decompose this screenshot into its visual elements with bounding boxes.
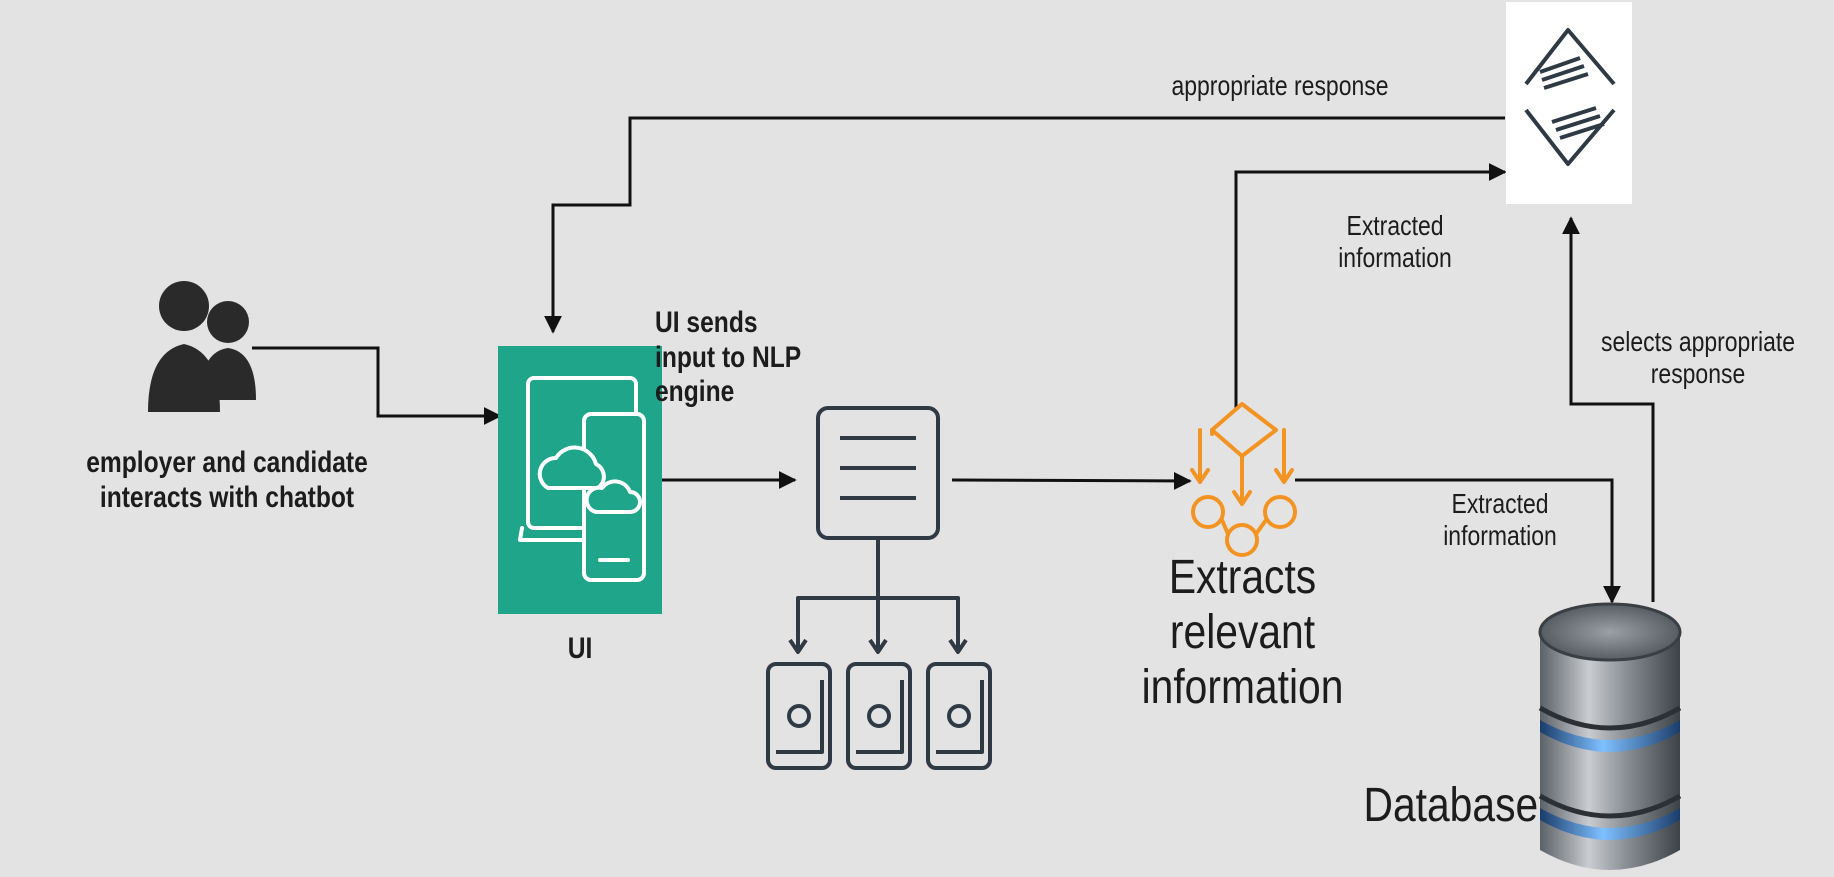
extract-cube-icon	[1190, 402, 1297, 557]
connector-response-to-ui	[544, 116, 1505, 334]
extracts-label: Extracts relevant information	[1141, 551, 1344, 715]
connector-extract-to-response	[1234, 163, 1507, 408]
database-icon	[1538, 602, 1682, 870]
cloud-devices-icon	[498, 346, 662, 614]
selects-response-label: selects appropriate response	[1600, 326, 1795, 390]
connector-extract-to-database	[1295, 478, 1621, 604]
ui-label: UI	[567, 632, 593, 665]
connector-database-to-response	[1562, 216, 1655, 602]
nlp-engine-icon	[766, 406, 992, 770]
extracted-info-bottom-label: Extracted information	[1443, 488, 1557, 552]
connector-nlp-to-extract	[951, 471, 1192, 490]
extracted-info-top-label: Extracted information	[1338, 210, 1452, 274]
appropriate-response-label: appropriate response	[1171, 70, 1389, 101]
database-label: Database	[1363, 779, 1539, 832]
response-selector-icon	[1506, 2, 1632, 204]
ui-sends-label: UI sends input to NLP engine	[655, 306, 801, 408]
connector-users-to-ui	[252, 346, 502, 425]
users-label: employer and candidate interacts with ch…	[86, 446, 368, 514]
users-icon	[148, 281, 256, 412]
